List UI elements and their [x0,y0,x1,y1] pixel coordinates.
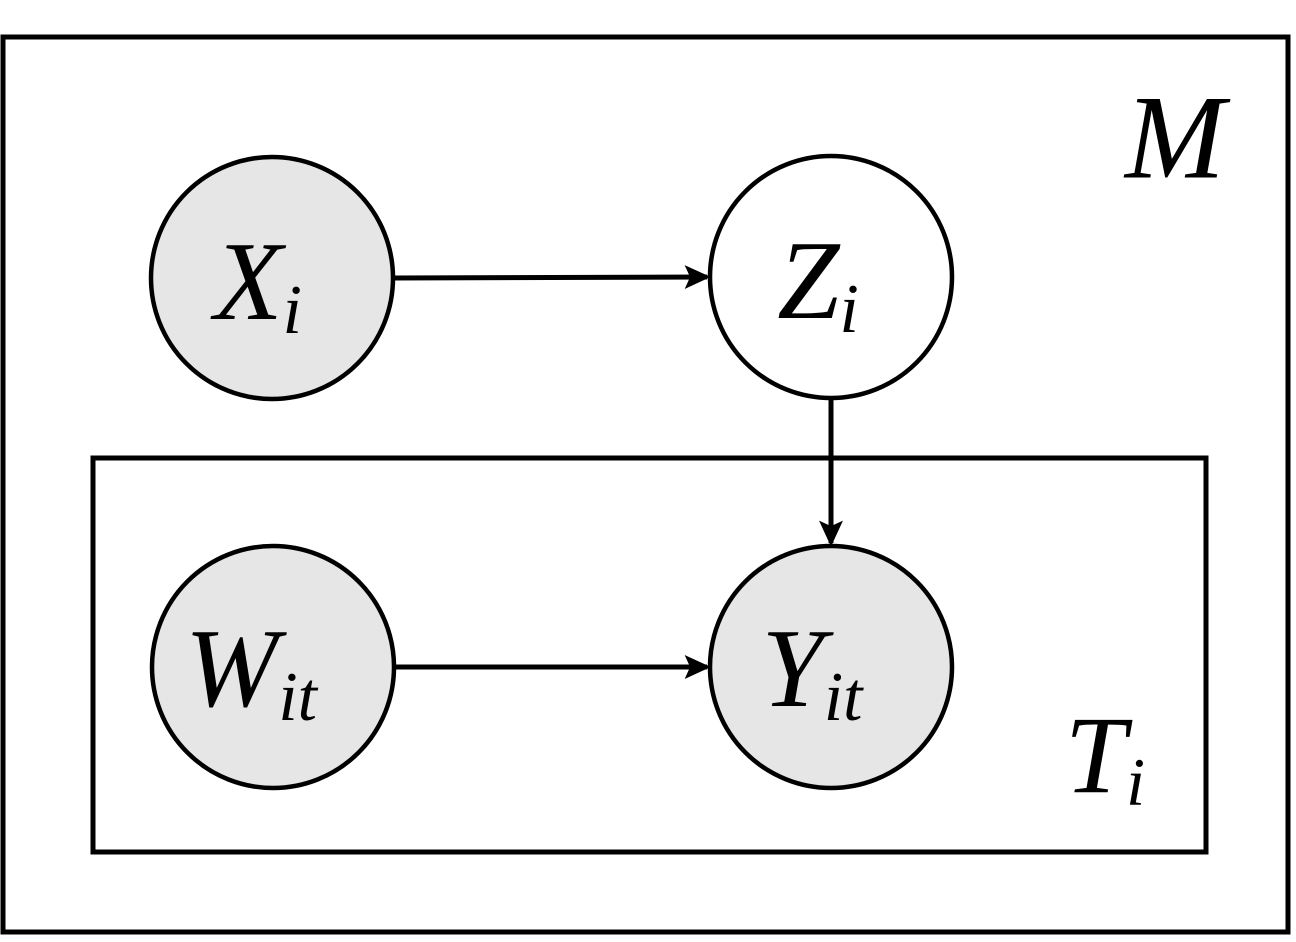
node-w-base: W [185,607,287,731]
outer-plate-rect [0,34,1291,935]
node-y-circle[interactable] [707,543,955,791]
node-w-circle[interactable] [149,543,397,791]
inner-plate-label-base: T [1065,694,1133,816]
node-x-circle[interactable] [148,154,396,402]
node-z-circle[interactable] [707,153,955,401]
edge-x-to-z [393,265,711,290]
outer-plate-label: M [1123,71,1231,204]
inner-plate-label-subscript: i [1126,744,1145,820]
node-y-base: Y [762,607,835,731]
inner-plate-label: Ti [1065,694,1145,820]
node-y-label: Yit [762,607,865,736]
node-w-label: Wit [185,607,319,736]
node-z-base: Z [777,219,841,343]
node-z-label: Zi [777,219,859,348]
node-x-subscript: i [283,272,302,349]
inner-plate-rect [90,455,1209,855]
node-z-subscript: i [840,271,859,348]
node-x-base: X [210,220,287,344]
node-x-label: Xi [210,220,302,349]
node-w-subscript: it [278,659,318,736]
node-y-subscript: it [824,659,864,736]
